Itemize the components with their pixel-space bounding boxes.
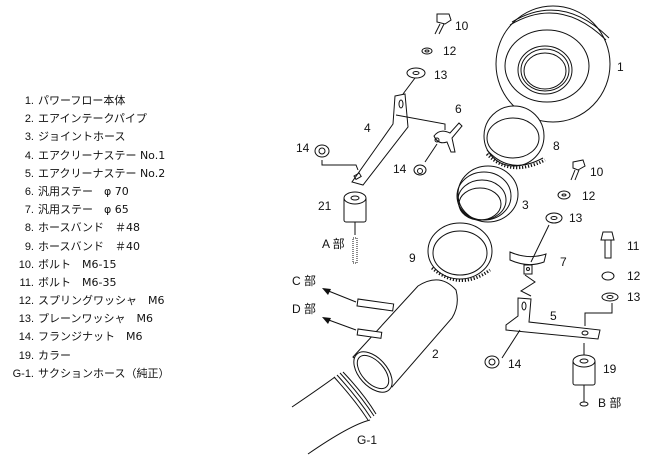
callout-3: 3	[522, 198, 529, 212]
part-number: 10.	[18, 258, 34, 271]
callout-g1: G-1	[357, 433, 377, 447]
callout-14: 14	[393, 162, 407, 176]
section-label-c: C 部	[292, 273, 316, 288]
parts-list-item: 12. スプリングワッシャ M6	[0, 292, 230, 310]
parts-list-item: 4. エアクリーナステー No.1	[0, 147, 230, 165]
part-9-hose-band	[427, 222, 493, 282]
callout-13: 13	[434, 68, 448, 82]
parts-list-item: 6. 汎用ステー φ 70	[0, 183, 230, 201]
part-5-stay	[501, 297, 613, 359]
part-name: フランジナット M6	[38, 330, 143, 344]
callout-1: 1	[617, 60, 624, 74]
callout-11: 11	[627, 239, 640, 253]
parts-list: 1. パワーフロー本体 2. エアインテークパイプ 3. ジョイントホース 4. エアク…	[0, 92, 230, 383]
callout-14: 14	[508, 357, 522, 371]
parts-list-item: 1. パワーフロー本体	[0, 92, 230, 110]
part-number: 12.	[18, 295, 34, 308]
parts-list-item: 13. プレーンワッシャ M6	[0, 310, 230, 328]
part-number: 9.	[24, 240, 34, 253]
parts-list-item: 8. ホースバンド ＃48	[0, 219, 230, 237]
part-name: ホースバンド ＃48	[38, 221, 140, 235]
part-6-stay	[424, 122, 463, 163]
part-number: 6.	[24, 185, 34, 198]
part-number: G-1.	[12, 367, 34, 380]
callout-10: 10	[455, 19, 469, 33]
callout-14: 14	[296, 141, 310, 155]
part-name: エアインテークパイプ	[38, 112, 147, 126]
part-number: 11.	[19, 276, 34, 289]
parts-list-item: 14. フランジナット M6	[0, 328, 230, 346]
part-name: サクションホース（純正）	[38, 366, 170, 380]
callout-7: 7	[560, 255, 567, 269]
part-19-collar	[572, 343, 596, 407]
section-label-d: D 部	[292, 301, 316, 316]
callout-13: 13	[569, 211, 583, 225]
part-1-air-filter	[495, 5, 611, 123]
part-number: 2.	[24, 113, 34, 126]
section-label-a: A 部	[322, 236, 345, 251]
callout-13: 13	[627, 290, 641, 304]
part-name: カラー	[38, 348, 71, 362]
parts-list-item: 9. ホースバンド ＃40	[0, 238, 230, 256]
part-name: ジョイントホース	[38, 130, 126, 144]
parts-list-item: 19. カラー	[0, 347, 230, 365]
part-name: ボルト M6-35	[38, 275, 117, 289]
parts-list-item: 11. ボルト M6-35	[0, 274, 230, 292]
callout-2: 2	[432, 347, 439, 361]
part-number: 7.	[24, 204, 34, 217]
part-number: 14.	[18, 331, 34, 344]
part-name: スプリングワッシャ M6	[38, 294, 165, 308]
part-3-joint-hose	[456, 165, 519, 223]
callout-4: 4	[364, 121, 371, 135]
callout-6: 6	[455, 102, 462, 116]
part-name: ホースバンド ＃40	[38, 239, 140, 253]
part-number: 13.	[18, 313, 34, 326]
callout-19: 19	[603, 362, 617, 376]
hardware-top	[314, 13, 452, 176]
part-number: 3.	[24, 131, 34, 144]
parts-list-item: 10. ボルト M6-15	[0, 256, 230, 274]
part-number: 19.	[18, 349, 34, 362]
parts-list-item: 7. 汎用ステー φ 65	[0, 201, 230, 219]
callout-8: 8	[553, 139, 560, 153]
part-name: プレーンワッシャ M6	[38, 312, 153, 326]
part-14-nut-bottom	[484, 355, 500, 369]
part-4-stay	[321, 77, 446, 186]
callout-12: 12	[582, 189, 596, 203]
part-2-intake-pipe	[352, 279, 458, 393]
callout-9: 9	[409, 251, 416, 265]
parts-list-item: 3. ジョイントホース	[0, 128, 230, 146]
section-arrows	[322, 288, 357, 331]
part-name: ボルト M6-15	[38, 257, 117, 271]
part-number: 8.	[24, 222, 34, 235]
part-number: 1.	[24, 95, 34, 107]
callout-12: 12	[627, 269, 641, 283]
part-7-stay	[509, 224, 550, 297]
section-label-b: B 部	[598, 395, 621, 410]
part-21-collar	[343, 191, 367, 264]
callout-5: 5	[550, 309, 557, 323]
part-name: エアクリーナステー No.1	[38, 148, 166, 162]
callout-12: 12	[443, 44, 457, 58]
part-8-hose-band	[483, 105, 546, 170]
part-name: エアクリーナステー No.2	[38, 166, 166, 180]
part-g1-suction-hose	[291, 371, 377, 455]
parts-list-item: G-1. サクションホース（純正）	[0, 365, 230, 383]
parts-list-item: 5. エアクリーナステー No.2	[0, 165, 230, 183]
part-number: 5.	[24, 167, 34, 180]
parts-list-item: 2. エアインテークパイプ	[0, 110, 230, 128]
callout-21: 21	[318, 199, 332, 213]
part-name: 汎用ステー φ 65	[38, 203, 129, 217]
callout-10: 10	[590, 165, 604, 179]
part-number: 4.	[24, 149, 34, 162]
hardware-right	[545, 159, 619, 302]
part-name: パワーフロー本体	[38, 94, 126, 107]
part-name: 汎用ステー φ 70	[38, 184, 129, 198]
